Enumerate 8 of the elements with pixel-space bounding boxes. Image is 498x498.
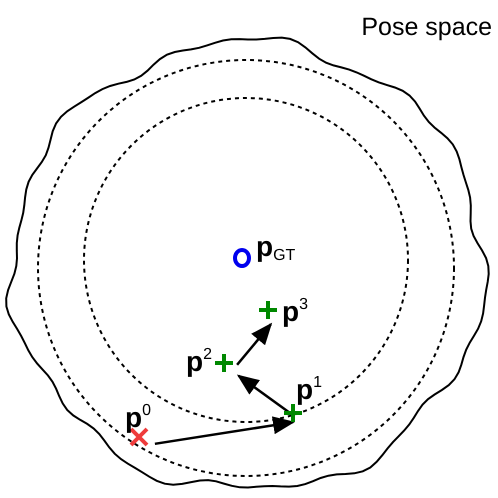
point-label: p$^{0}$ (125, 401, 152, 433)
arrow (236, 322, 272, 366)
arrow (154, 416, 296, 446)
point-label: p$_{GT}$ (256, 232, 296, 266)
point-label: p$^{3}$ (282, 295, 308, 327)
point-label: p$^{1}$ (296, 373, 322, 405)
point-label: p$^{2}$ (186, 345, 212, 377)
region-title: Pose space (361, 12, 492, 42)
